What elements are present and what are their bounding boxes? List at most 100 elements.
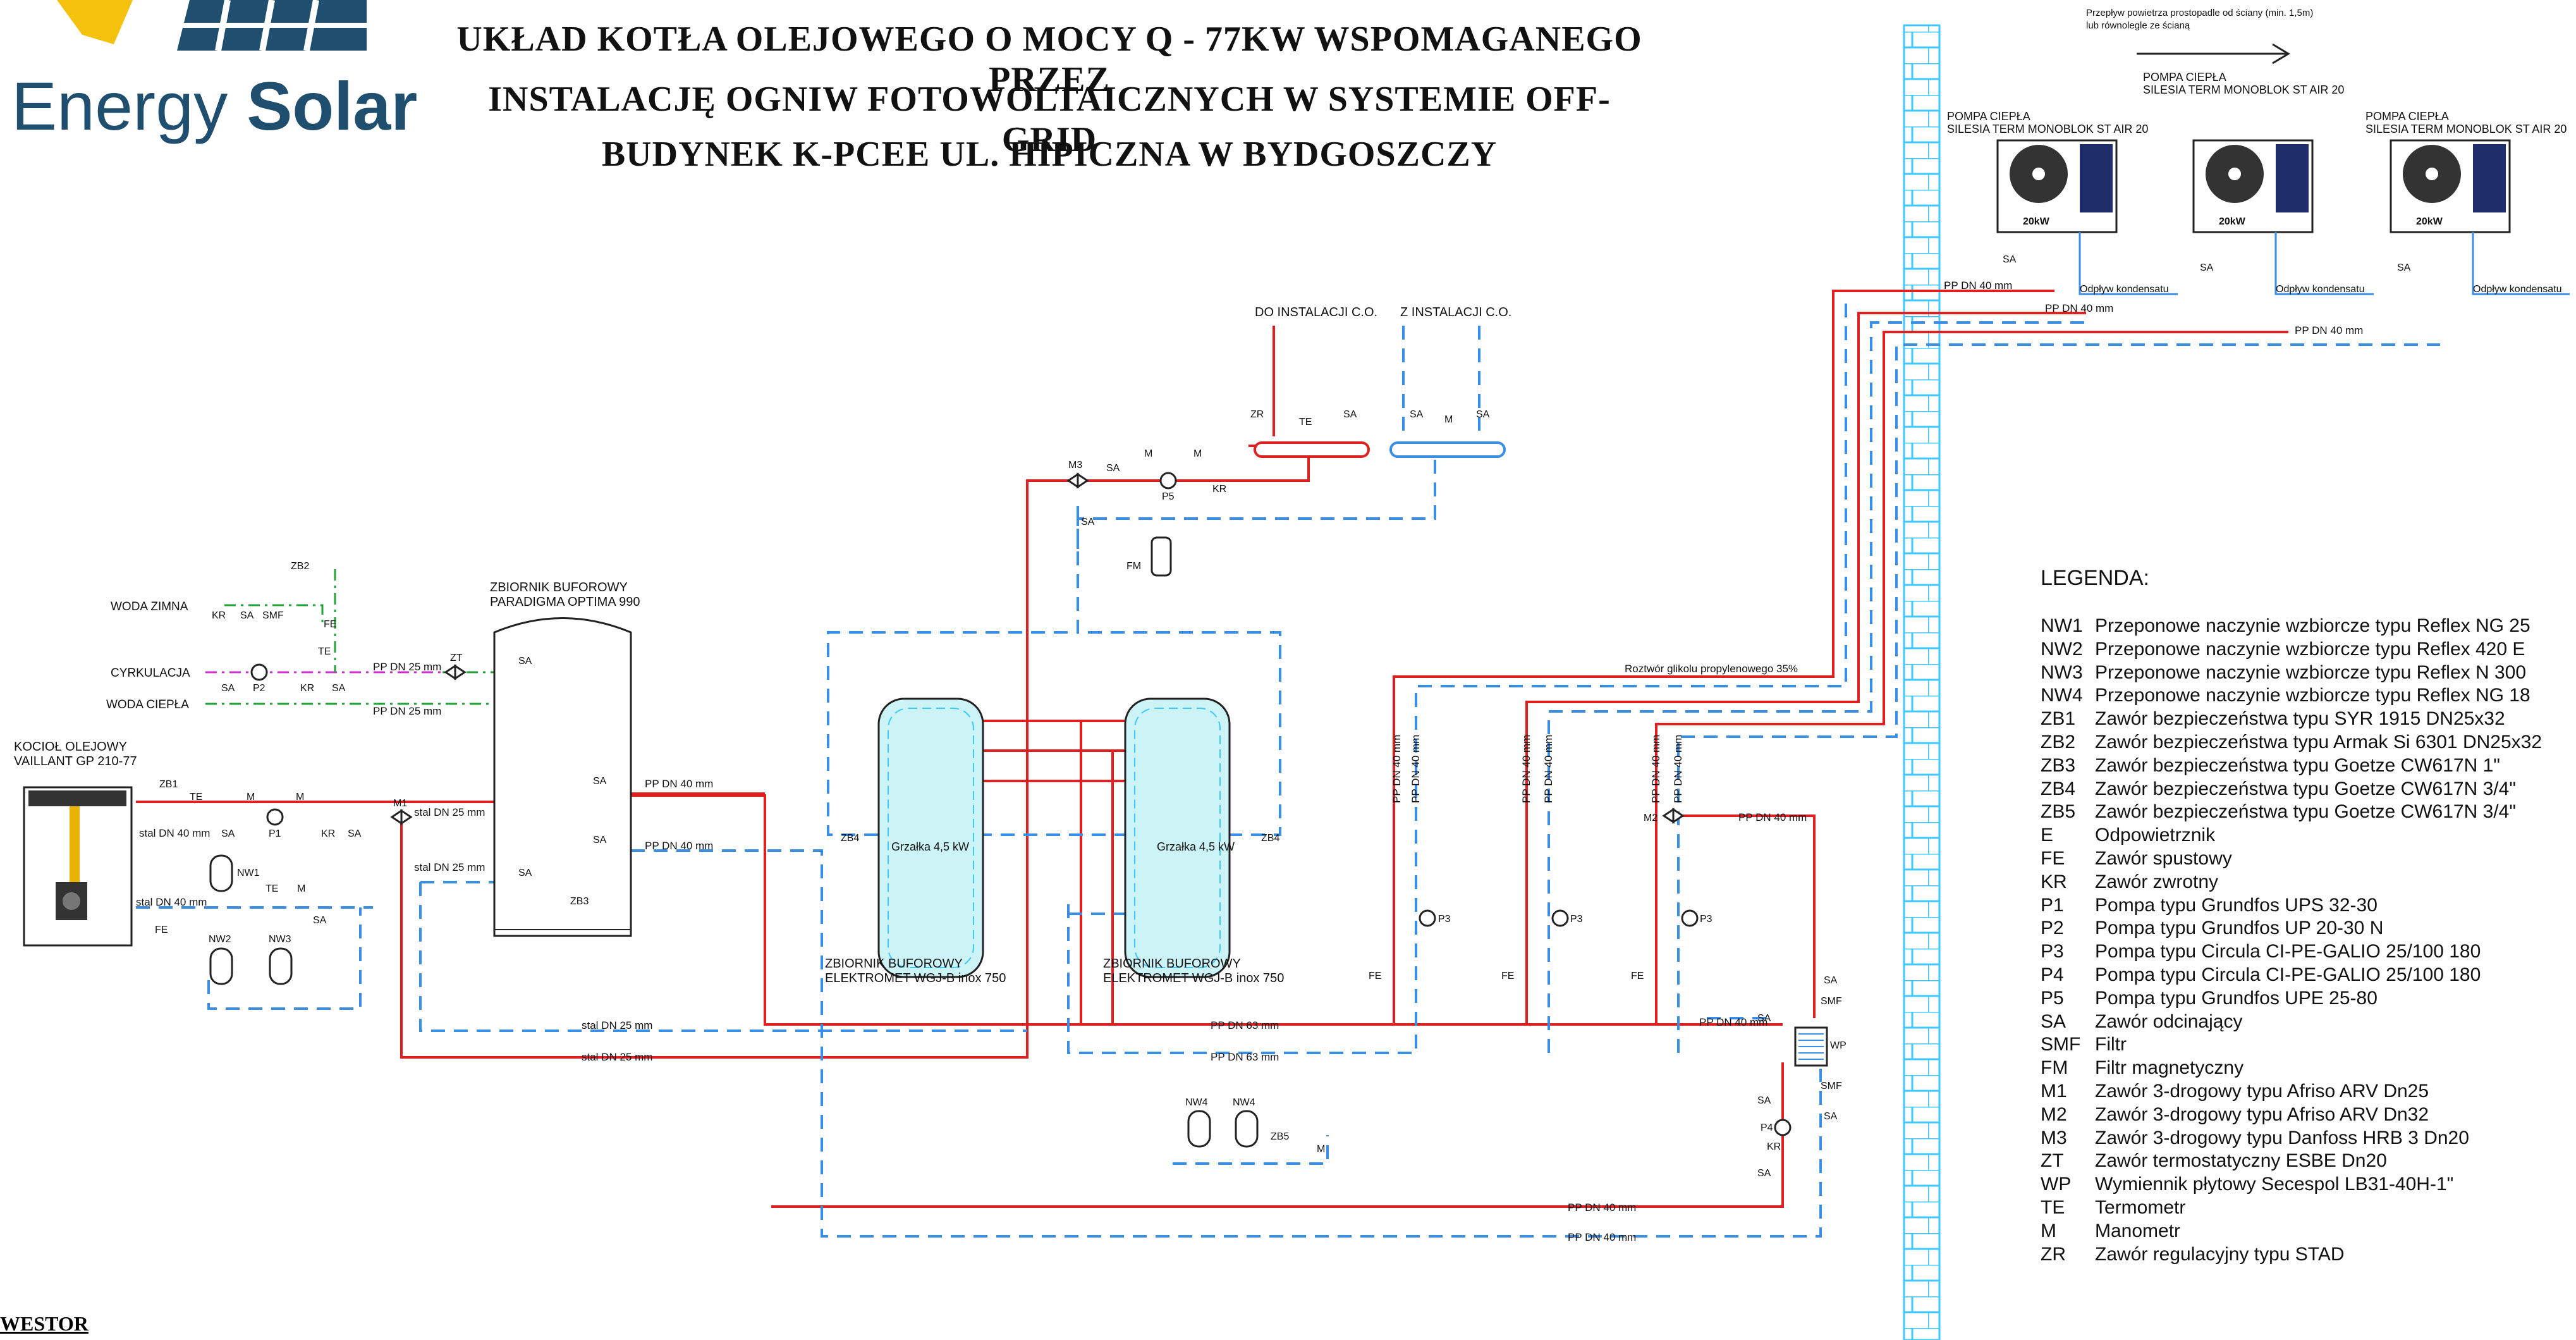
tag-sa: SA: [1343, 409, 1357, 420]
tag-m-gauge: M: [1193, 448, 1202, 459]
condensate-label-2: Odpływ kondensatu: [2276, 284, 2365, 295]
boiler-model-label: VAILLANT GP 210-77: [14, 754, 137, 768]
legend-text: Zawór bezpieczeństwa typu Goetze CW617N …: [2095, 801, 2516, 823]
tag-te-1: TE: [190, 792, 202, 802]
tag-sa: SA: [332, 683, 346, 694]
condensate-label-1: Odpływ kondensatu: [2080, 284, 2169, 295]
return-header: [1389, 441, 1506, 458]
buffer-tank-elektromet-2: [1124, 698, 1231, 978]
buffer1-label-a: ZBIORNIK BUFOROWY: [490, 581, 628, 594]
pipe-label: stal DN 25 mm: [414, 806, 485, 818]
tag-nw3: NW3: [269, 934, 291, 945]
tag-te-2: TE: [318, 646, 331, 657]
pipe-label: PP DN 40 mm: [2045, 302, 2113, 314]
pump-p3a-icon: [1419, 909, 1436, 927]
buffer1-label-b: PARADIGMA OPTIMA 990: [490, 595, 640, 609]
tag-p3c: P3: [1700, 914, 1712, 925]
heat-pump-2: [2192, 139, 2314, 233]
tag-fe: FE: [1631, 971, 1644, 981]
legend-code: FE: [2041, 847, 2065, 869]
tag-m-gauge: M: [247, 792, 255, 802]
tag-te-3: TE: [266, 883, 278, 894]
legend-code: E: [2041, 825, 2054, 846]
buffer2-label-a: ZBIORNIK BUFOROWY: [825, 957, 963, 971]
buffer-tank-paradigma: [493, 617, 632, 937]
airflow-arrow-icon: [2137, 43, 2290, 65]
pipe-label-vertical: PP DN 40 mm: [1650, 735, 1662, 803]
mixing-valve-m2-icon: [1662, 808, 1685, 824]
legend-code: P3: [2041, 941, 2064, 962]
tag-smf: SMF: [1821, 1081, 1842, 1091]
heater-label-2: Grzałka 4,5 kW: [1157, 840, 1235, 853]
tag-sa: SA: [593, 835, 607, 845]
company-logo: Energy Solar: [11, 66, 417, 145]
legend-code: M: [2041, 1220, 2056, 1241]
tag-zr: ZR: [1250, 409, 1264, 420]
tag-te-4: TE: [1299, 417, 1312, 427]
condensate-label-3: Odpływ kondensatu: [2473, 284, 2562, 295]
pipe-label: PP DN 40 mm: [1944, 280, 2012, 292]
tag-nw4b: NW4: [1233, 1097, 1255, 1108]
legend-code: NW4: [2041, 685, 2083, 706]
tag-sa: SA: [348, 828, 362, 839]
legend-code: NW3: [2041, 661, 2083, 683]
tag-sa: SA: [313, 915, 327, 926]
legend-text: Zawór 3-drogowy typu Afriso ARV Dn25: [2095, 1080, 2429, 1102]
tag-sa: SA: [1106, 463, 1120, 474]
tag-sa: SA: [518, 868, 532, 878]
component-tags: ZB1 ZB2 ZB3 ZB4 ZB4 ZB5 NW1 NW2 NW3 NW4 …: [155, 254, 2411, 1179]
expansion-vessel-nw3: [269, 947, 293, 985]
legend-code: ZB5: [2041, 801, 2076, 823]
tag-sa: SA: [1410, 409, 1424, 420]
tag-m-gauge: M: [297, 883, 305, 894]
condensate-drains: [2079, 232, 2570, 295]
tag-zb5: ZB5: [1271, 1131, 1289, 1142]
tag-sa: SA: [240, 610, 254, 621]
tag-m1: M1: [393, 798, 407, 809]
pipe-label-vertical: PP DN 40 mm: [1410, 735, 1422, 803]
tag-fm: FM: [1126, 561, 1141, 572]
pipe-label: stal DN 25 mm: [414, 861, 485, 873]
tag-sa: SA: [2200, 262, 2214, 273]
tag-zt: ZT: [450, 653, 463, 663]
airflow-note-2: lub równolegle ze ścianą: [2086, 20, 2190, 31]
expansion-vessel-nw1: [209, 854, 233, 892]
pipe-label: PP DN 40 mm: [1568, 1231, 1636, 1243]
legend-code: NW2: [2041, 638, 2083, 660]
legend-text: Pompa typu Grundfos UPE 25-80: [2095, 987, 2378, 1009]
tag-nw2: NW2: [209, 934, 231, 945]
legend-item: ZB5 Zawór bezpieczeństwa typu Goetze CW61…: [2041, 801, 2542, 824]
supply-header: [1254, 441, 1370, 458]
hp2-label-a: POMPA CIEPŁA: [2143, 71, 2226, 83]
cold-water-pipe: [224, 604, 324, 623]
legend-code: P1: [2041, 894, 2064, 916]
logo-word-solar: Solar: [247, 68, 418, 144]
tag-sa: SA: [2397, 262, 2411, 273]
pump-p4-icon: [1774, 1119, 1792, 1136]
legend-text: Filtr: [2095, 1034, 2127, 1055]
pipe-label-vertical: PP DN 40 mm: [1542, 735, 1554, 803]
buffer-tank-elektromet-1: [877, 698, 984, 978]
legend-text: Zawór bezpieczeństwa typu Goetze CW617N …: [2095, 754, 2500, 776]
legend-text: Manometr: [2095, 1220, 2181, 1241]
pumps: [250, 472, 1792, 1136]
tag-fe: FE: [155, 925, 168, 935]
tag-sa: SA: [1081, 517, 1095, 527]
hp-power-2: 20kW: [2219, 216, 2246, 227]
woda-zimna-label: WODA ZIMNA: [111, 600, 188, 613]
pipe-label: PP DN 40 mm: [1699, 1016, 1767, 1028]
glycol-label: Roztwór glikolu propylenowego 35%: [1625, 663, 1798, 675]
hp2-label-b: SILESIA TERM MONOBLOK ST AIR 20: [2143, 83, 2344, 96]
